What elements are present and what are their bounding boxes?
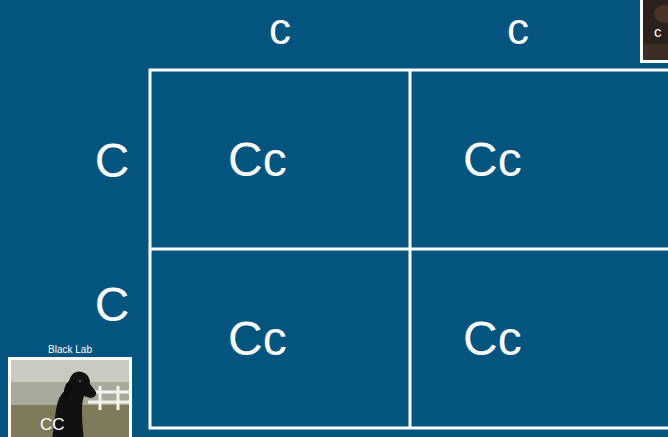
genotype-photo: c <box>643 0 668 60</box>
punnett-cell: Cc <box>411 71 668 248</box>
genotype-text: Cc <box>228 315 287 363</box>
genotype-text: c <box>654 23 668 41</box>
genotype-text: Cc <box>228 136 287 184</box>
allele-label: C <box>95 137 130 185</box>
punnett-grid <box>150 70 668 428</box>
punnett-cell: Cc <box>151 71 409 248</box>
genotype-text: CC <box>40 415 132 435</box>
allele-label: C <box>95 281 130 329</box>
genotype-photo: Black LabCC <box>8 344 132 437</box>
allele-label: c <box>269 7 291 51</box>
genotype-text: Cc <box>463 136 522 184</box>
allele-label: c <box>507 7 529 51</box>
punnett-cell: Cc <box>151 250 409 427</box>
genotype-text: Cc <box>463 315 522 363</box>
chocolate-lab-photo <box>640 0 668 63</box>
black-lab-photo <box>8 357 132 437</box>
photo-caption: Black Lab <box>8 344 132 356</box>
punnett-cell: Cc <box>411 250 668 427</box>
